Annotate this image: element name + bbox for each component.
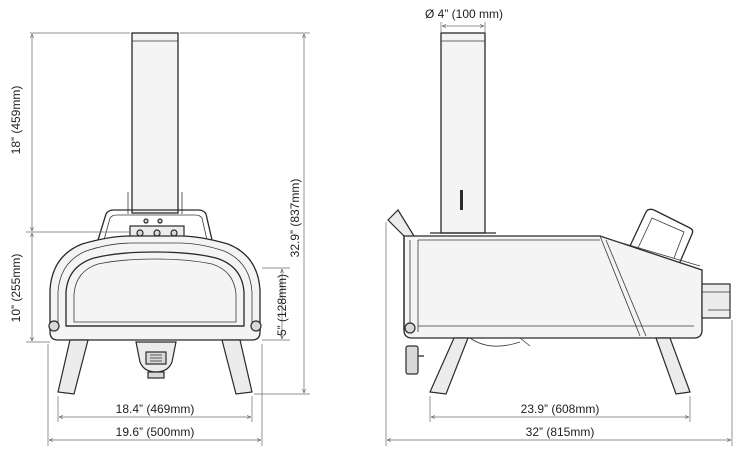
oven-opening [65,251,245,327]
dim-chimney-diameter: Ø 4” (100 mm) [425,7,503,21]
dim-front-leg-span: 18.4” (469mm) [116,402,195,416]
dim-front-total-width: 19.6” (500mm) [116,425,195,439]
side-chimney [430,32,496,234]
side-rear-leg [429,337,469,395]
dim-side-leg-span: 23.9” (608mm) [521,402,600,416]
side-front-handle [629,208,694,263]
side-gas-knob [405,345,419,375]
knob-icon [136,229,144,237]
side-burner-box [701,283,731,319]
front-left-leg [57,339,89,395]
knob-icon [170,229,178,237]
side-view: Ø 4” (100 mm) 23.9” (608mm) 32” (815mm) [385,7,733,446]
dim-side-total-length: 32” (815mm) [526,425,595,439]
front-handle [97,209,213,241]
knob-icon [153,229,161,237]
gas-regulator [135,341,177,379]
dim-chimney-height: 18” (459mm) [9,86,23,155]
dim-body-height: 10” (255mm) [9,254,23,323]
front-right-leg [221,339,253,395]
front-oven-body [49,235,261,341]
dim-opening-height: 5” (128mm) [275,274,289,336]
dim-total-height: 32.9” (837mm) [288,179,302,258]
front-chimney [127,32,183,214]
front-view: 18” (459mm) 10” (255mm) 32.9” (837mm) 5”… [9,32,310,446]
side-oven-body [403,235,703,339]
side-front-leg [655,337,691,395]
